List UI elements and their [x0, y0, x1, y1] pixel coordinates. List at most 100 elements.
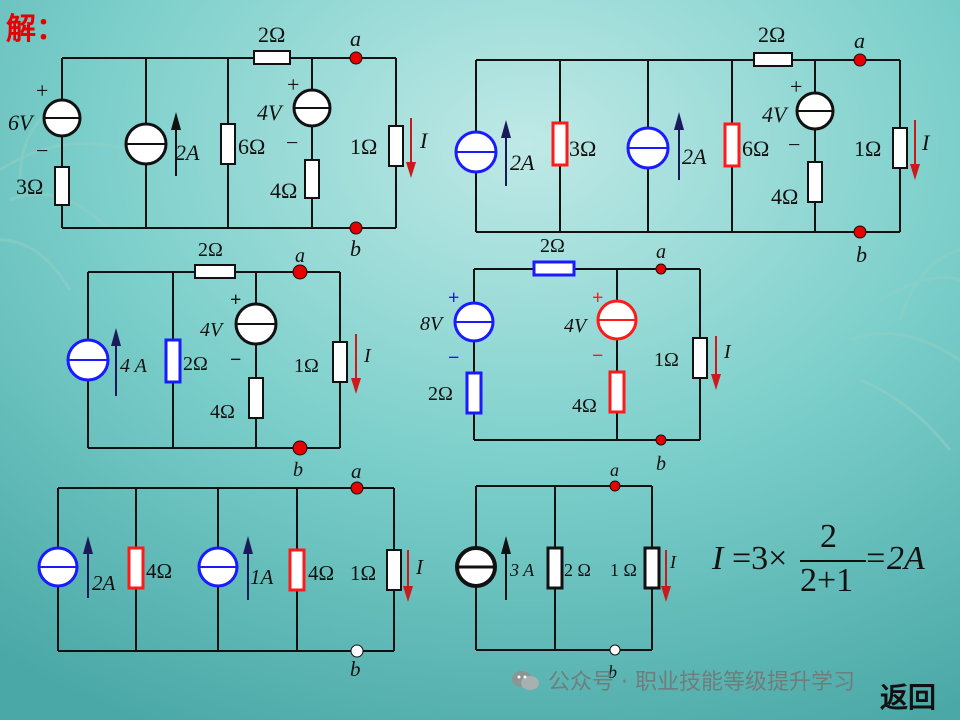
c4-r-top [532, 260, 576, 277]
c1-voltage-source-2 [292, 88, 332, 128]
formula-denominator: 2+1 [800, 562, 854, 599]
c3-r-v2 [248, 377, 264, 419]
c6-node-a [609, 480, 621, 492]
c1-label-vminus: − [36, 138, 48, 163]
c4-r-v2 [608, 370, 626, 414]
c3-label-r-v2: 4Ω [210, 401, 235, 423]
c4-label-v2plus: + [592, 287, 603, 309]
c2-label-r2: 6Ω [742, 136, 769, 161]
c5-label-a: a [351, 459, 362, 483]
formula-eq1: =3× [732, 540, 788, 577]
c4-r-load [692, 337, 708, 379]
c3-label-current: I [363, 345, 372, 367]
circuit-3: 2Ω a b 4 A 2Ω 4V + − 4Ω 1Ω I [66, 239, 372, 481]
c4-label-current: I [723, 341, 732, 363]
c5-label-current: I [415, 555, 424, 579]
c1-label-r-top: 2Ω [258, 22, 285, 47]
watermark: 公众号 · 职业技能等级提升学习 [510, 664, 855, 696]
c4-label-v1minus: − [448, 347, 459, 369]
c1-label-a: a [350, 26, 361, 51]
c3-label-v2minus: − [230, 349, 241, 371]
c5-label-r2: 4Ω [308, 561, 334, 585]
fraction-bar [800, 560, 866, 562]
c6-label-r-load: 1 Ω [610, 560, 637, 580]
c2-current-source-2 [626, 126, 670, 170]
c2-current-source-1 [454, 130, 498, 174]
c3-label-b: b [293, 459, 303, 481]
c4-label-r-top: 2Ω [540, 235, 565, 257]
c2-label-current: I [921, 130, 931, 155]
c2-label-r-top: 2Ω [758, 22, 785, 47]
c2-label-i2: 2A [682, 144, 707, 169]
wechat-icon [512, 671, 539, 690]
c4-node-b [655, 434, 667, 446]
c3-r1 [164, 338, 182, 384]
c4-r-v1 [465, 371, 483, 415]
circuit-5: a b 2A 4Ω 1A 4Ω 1Ω I [37, 459, 424, 681]
c3-label-r-top: 2Ω [198, 239, 223, 261]
c6-label-b: b [608, 662, 617, 682]
c6-label-i: 3 A [509, 560, 535, 580]
c1-current-source [124, 122, 168, 166]
c2-r1 [551, 121, 569, 167]
c2-label-r-load: 1Ω [854, 136, 881, 161]
c1-label-b: b [350, 236, 361, 261]
c3-label-r1: 2Ω [183, 353, 208, 375]
c4-label-v2minus: − [592, 345, 603, 367]
back-button[interactable]: 返回 [880, 681, 937, 714]
c1-r-v2 [304, 159, 320, 199]
c5-label-i1: 2A [92, 571, 116, 595]
circuit-2: 2Ω a b 2A 3Ω 2A 6Ω 4V + − 4Ω 1Ω I [454, 22, 931, 267]
c3-label-i: 4 A [120, 355, 148, 377]
c1-label-r-series: 3Ω [16, 174, 43, 199]
c4-label-r-load: 1Ω [654, 349, 679, 371]
c1-label-r-load: 1Ω [350, 134, 377, 159]
c4-label-r-v1: 2Ω [428, 383, 453, 405]
c2-label-i1: 2A [510, 150, 535, 175]
c2-label-r-v2: 4Ω [771, 184, 798, 209]
c1-label-vplus: + [36, 78, 48, 103]
c5-node-a [350, 481, 364, 495]
c3-label-r-load: 1Ω [294, 355, 319, 377]
c5-r-load [386, 549, 402, 591]
c1-r-top [253, 50, 291, 65]
c5-label-r-load: 1Ω [350, 561, 376, 585]
c6-label-a: a [610, 460, 619, 480]
formula-rhs: =2A [864, 540, 925, 577]
c1-node-b [349, 221, 363, 235]
watermark-text: 公众号 · 职业技能等级提升学习 [548, 670, 855, 695]
c1-r-mid [220, 123, 236, 165]
c2-label-r1: 3Ω [569, 136, 596, 161]
c4-label-v1: 8V [420, 313, 445, 335]
c4-label-a: a [656, 241, 666, 263]
c1-label-v2: 4V [257, 100, 284, 125]
c3-current-source [66, 338, 110, 382]
c2-label-v2plus: + [790, 74, 802, 99]
c3-label-v2plus: + [230, 289, 241, 311]
c1-label-v: 6V [8, 110, 35, 135]
c3-label-a: a [295, 245, 305, 267]
c4-label-b: b [656, 453, 666, 475]
c6-node-b [609, 644, 621, 656]
c6-current-source [455, 546, 497, 588]
c4-voltage-source-1 [453, 301, 495, 343]
c1-label-v2plus: + [287, 72, 299, 97]
c4-label-r-v2: 4Ω [572, 395, 597, 417]
c5-label-b: b [350, 657, 361, 681]
c3-node-a [292, 264, 308, 280]
c5-current-source-2 [197, 546, 239, 588]
c1-r-series [54, 166, 70, 206]
solution-heading: 解： [6, 12, 66, 47]
c1-label-v2minus: − [286, 130, 298, 155]
formula-numerator: 2 [820, 518, 837, 555]
c5-node-b [350, 644, 364, 658]
c1-node-a [349, 51, 363, 65]
c2-label-v2minus: − [788, 132, 800, 157]
c5-r1 [127, 546, 145, 590]
c4-label-v1plus: + [448, 287, 459, 309]
c2-voltage-source [795, 91, 835, 131]
c1-r-load [388, 125, 404, 167]
circuit-6: a b 3 A 2 Ω 1 Ω I [455, 460, 677, 682]
c1-label-current: I [419, 128, 429, 153]
